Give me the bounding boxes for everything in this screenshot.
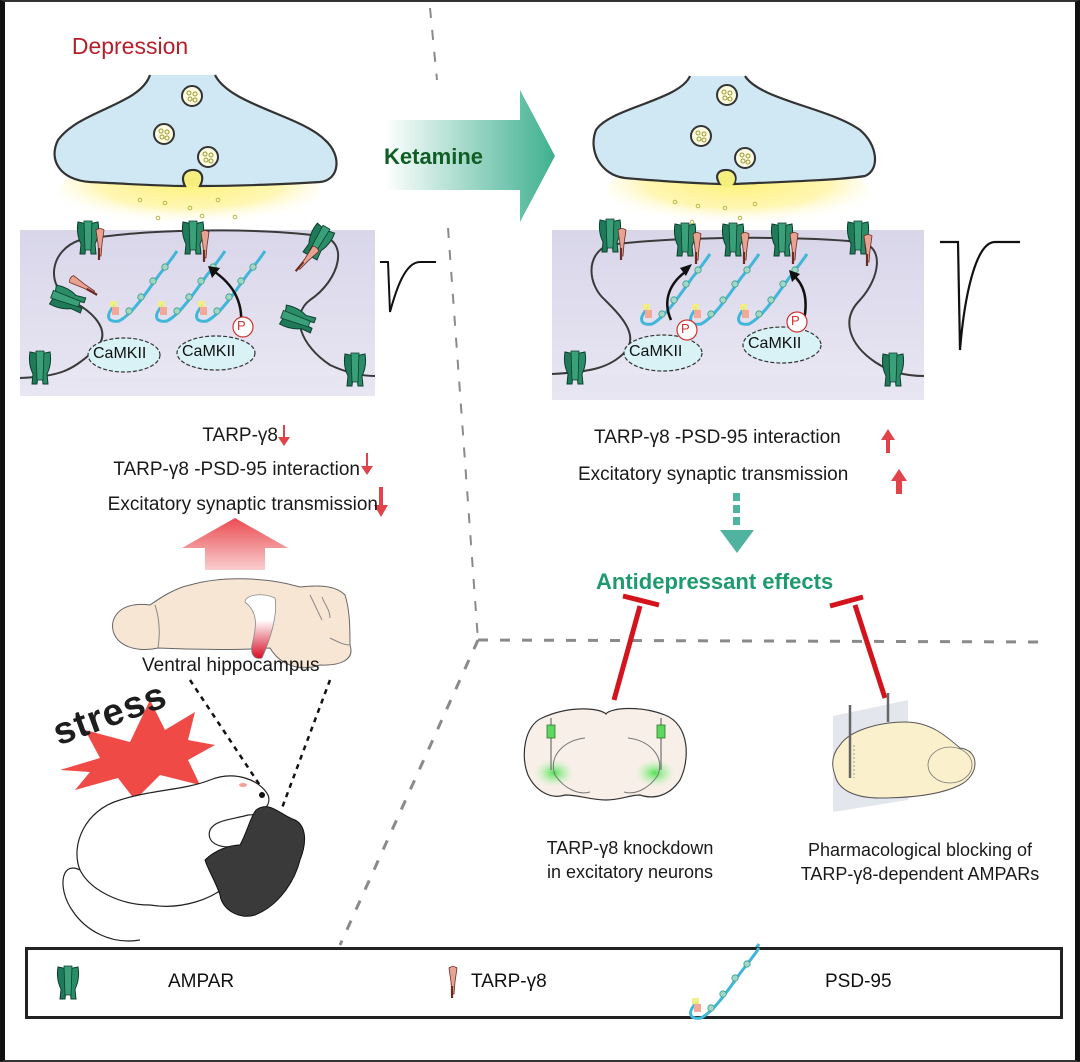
up-arrow-icon xyxy=(881,429,895,453)
inhibition-markers xyxy=(611,593,888,701)
ketamine-arrow xyxy=(385,90,555,222)
inhibition-bar xyxy=(829,594,864,609)
down-arrow-icon xyxy=(278,425,290,446)
phospho-label: P xyxy=(237,318,246,333)
ampar-icon xyxy=(343,352,367,387)
antidepressant-effects-label: Antidepressant effects xyxy=(596,569,834,594)
phospho-badge xyxy=(232,316,254,338)
divider-horizontal xyxy=(477,638,1041,644)
stress-starburst xyxy=(60,700,215,800)
synapse-depression xyxy=(19,74,376,396)
ampar-icon xyxy=(721,222,745,257)
ampar-icon xyxy=(28,350,52,385)
finding-tarp-psd95-interaction: TARP-γ8 -PSD-95 interaction xyxy=(594,427,841,448)
ampar-icon xyxy=(881,352,905,387)
cerebellum xyxy=(927,746,973,784)
vesicle xyxy=(716,84,738,106)
finding-excitatory-transmission: Excitatory synaptic transmission xyxy=(578,464,849,485)
camkii-bubble xyxy=(742,326,822,364)
divider-top xyxy=(429,7,438,81)
camkii-label: CaMKII xyxy=(629,343,683,360)
divider-diagonal xyxy=(338,639,480,946)
phospho-label: P xyxy=(791,313,800,328)
phospho-label: P xyxy=(681,321,690,336)
legend-tarp-label: TARP-γ8 xyxy=(471,971,547,992)
camkii-label: CaMKII xyxy=(93,345,147,362)
zoom-lines xyxy=(188,679,332,809)
inhibition-line xyxy=(611,605,643,701)
up-arrow-icon xyxy=(891,469,907,494)
decrease-arrows xyxy=(278,425,388,517)
pharmacological-caption: Pharmacological blocking of TARP-γ8-depe… xyxy=(800,840,1040,884)
legend: AMPAR TARP-γ8 PSD-95 xyxy=(25,947,1063,1019)
phosphorylation-arrow xyxy=(666,268,689,321)
panel-dividers xyxy=(338,7,1041,946)
synapse-ketamine xyxy=(551,75,925,400)
ventral-hippocampus-highlight xyxy=(244,594,277,659)
camkii-bubble xyxy=(176,335,256,371)
ampar-icon xyxy=(181,220,205,255)
finding-excitatory-transmission: Excitatory synaptic transmission xyxy=(107,494,378,515)
coronal-brain xyxy=(523,707,687,801)
camkii-label: CaMKII xyxy=(182,343,236,360)
mouse-tail xyxy=(62,867,141,942)
epsc-trace-large xyxy=(940,240,1020,351)
injection-site-right xyxy=(635,759,675,787)
syringe-icon xyxy=(656,724,666,739)
down-arrow-icon xyxy=(361,453,373,475)
vesicle xyxy=(690,125,712,147)
sagittal-brain xyxy=(112,578,352,669)
ampar-icon xyxy=(76,220,100,255)
inhibition-bar xyxy=(622,593,660,608)
knockdown-caption: TARP-γ8 knockdown in excitatory neurons xyxy=(546,838,714,882)
stress-effect-arrow xyxy=(182,518,288,570)
increase-arrows xyxy=(881,429,907,494)
cannula-brain xyxy=(832,693,976,812)
camkii-bubble xyxy=(87,337,161,373)
mouse-eye xyxy=(239,783,247,787)
vesicle xyxy=(153,123,175,145)
epsc-trace-small xyxy=(380,261,436,313)
vesicle xyxy=(197,146,219,168)
phospho-badge xyxy=(676,319,698,341)
divider-vertical xyxy=(447,227,479,641)
fusing-vesicle xyxy=(185,171,201,187)
mouse-nose xyxy=(259,792,265,798)
ampar-icon xyxy=(770,222,794,257)
finding-tarp-level: TARP-γ8 xyxy=(202,425,278,446)
syringe-icon xyxy=(546,724,556,739)
camkii-bubble xyxy=(623,334,703,372)
vesicle xyxy=(181,85,203,107)
fusing-vesicle xyxy=(719,171,735,187)
camkii-label: CaMKII xyxy=(748,335,802,352)
down-arrow-icon xyxy=(374,487,388,517)
ampar-icon xyxy=(598,218,622,253)
inhibition-line xyxy=(852,604,888,699)
brain-outline xyxy=(112,578,352,669)
presynaptic-terminal xyxy=(53,74,338,188)
phospho-badge xyxy=(786,311,808,333)
mice-illustration xyxy=(62,775,306,942)
depression-title: Depression xyxy=(71,33,189,59)
vesicle xyxy=(734,147,756,169)
black-mouse xyxy=(204,806,306,917)
legend-psd95-label: PSD-95 xyxy=(825,971,892,992)
ventral-hippocampus-label: Ventral hippocampus xyxy=(142,655,320,676)
finding-tarp-psd95-interaction: TARP-γ8 -PSD-95 interaction xyxy=(113,459,360,480)
legend-ampar-label: AMPAR xyxy=(168,971,235,992)
presynaptic-terminal xyxy=(592,75,877,186)
ampar-icon xyxy=(673,222,697,257)
ketamine-label: Ketamine xyxy=(384,144,484,169)
teal-dashed-arrow xyxy=(720,493,754,553)
ampar-icon xyxy=(563,350,587,385)
